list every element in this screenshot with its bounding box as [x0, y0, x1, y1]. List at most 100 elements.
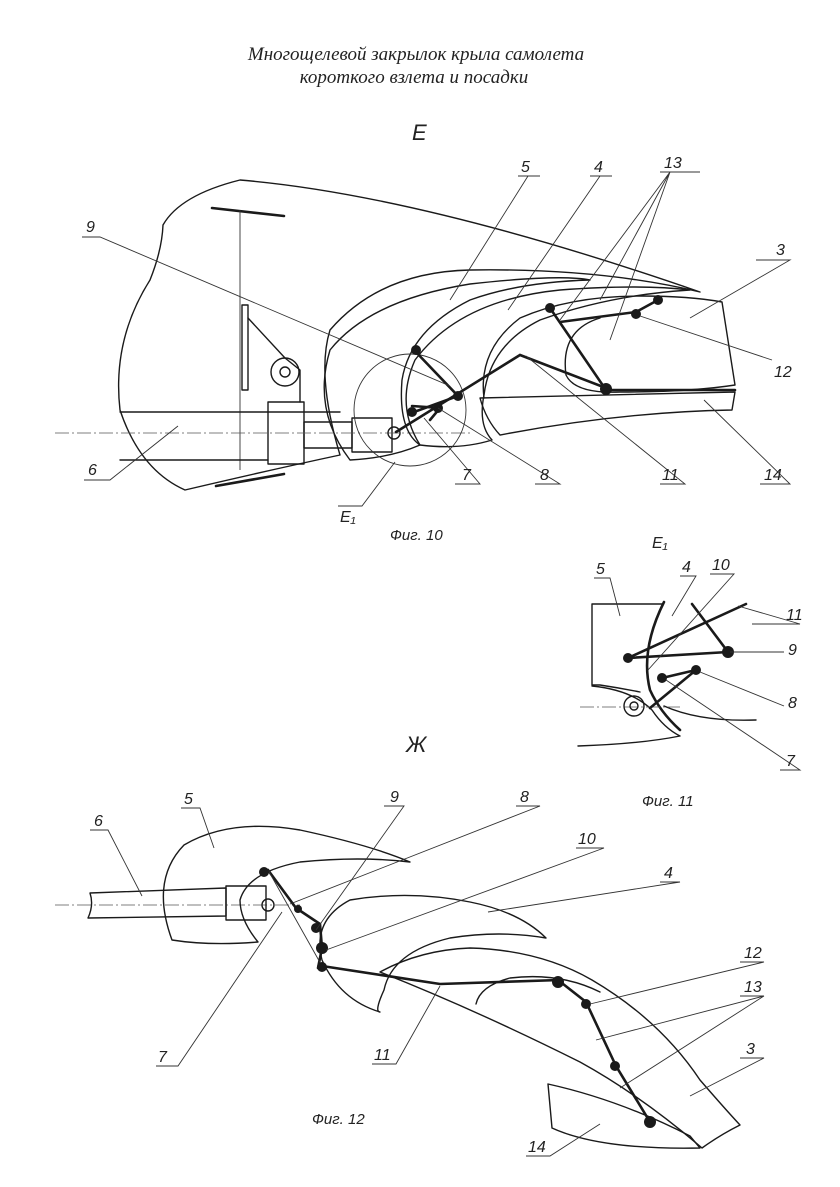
fig11-element-5	[591, 603, 663, 693]
fig12-pin	[644, 1116, 656, 1128]
fig10-wing-body	[117, 179, 701, 491]
figure-12: Ж	[55, 732, 765, 1157]
fig10-pin	[411, 345, 421, 355]
fig10-label-14: 14	[764, 467, 782, 484]
fig10-leader-3	[689, 259, 792, 319]
fig11-actuator-body	[577, 685, 681, 747]
fig12-flap-tab-14	[547, 1083, 701, 1149]
fig11-pin	[657, 673, 667, 683]
fig10-leader-12	[639, 315, 773, 361]
fig12-leader-4	[487, 881, 681, 913]
fig12-label-12: 12	[744, 945, 762, 962]
fig12-label-10: 10	[578, 831, 596, 848]
fig10-rod-end	[351, 417, 393, 453]
fig12-view-label: Ж	[405, 732, 428, 757]
fig10-pin	[453, 391, 463, 401]
fig12-leader-5	[181, 807, 215, 849]
fig12-rail-6	[87, 887, 227, 919]
fig12-leader-3	[689, 1057, 765, 1097]
fig11-view-label: E₁	[652, 535, 668, 552]
fig11-actuator-pivot-outer	[623, 695, 645, 717]
fig10-leader-13	[559, 171, 700, 341]
fig12-leader-8	[289, 805, 541, 905]
fig11-element-4-lower	[663, 705, 757, 721]
fig12-pin	[610, 1061, 620, 1071]
fig11-pin	[623, 653, 633, 663]
fig12-pin	[552, 976, 564, 988]
fig10-flap-element-3	[482, 295, 736, 399]
fig10-upper-spoiler	[210, 206, 286, 218]
fig10-caption: Фиг. 10	[390, 527, 443, 544]
fig10-pin	[407, 407, 417, 417]
fig12-leader-6	[90, 829, 143, 897]
fig12-link-9	[267, 869, 323, 967]
fig10-linkage-9	[412, 348, 461, 414]
fig12-label-8: 8	[520, 789, 529, 806]
fig10-lower-door	[214, 472, 286, 488]
fig12-pin	[294, 905, 302, 913]
fig10-label-3: 3	[776, 242, 785, 259]
fig10-hinge-outer	[270, 357, 300, 387]
fig11-linkage-11	[626, 602, 748, 660]
fig10-leader-8	[437, 407, 562, 485]
fig10-view-label: E	[412, 120, 427, 145]
fig12-label-4: 4	[664, 865, 673, 882]
fig12-linkage-11	[320, 964, 562, 986]
fig10-leader-5	[449, 175, 540, 301]
fig10-leader-14	[703, 399, 792, 485]
fig12-leader-9	[315, 805, 405, 931]
fig12-label-13: 13	[744, 979, 762, 996]
fig10-label-8: 8	[540, 467, 549, 484]
fig10-linkage-11	[394, 353, 608, 434]
fig12-pin	[316, 942, 328, 954]
fig12-label-14: 14	[528, 1139, 546, 1156]
fig10-linkage-12	[558, 298, 660, 324]
fig10-leader-6	[84, 425, 179, 481]
fig10-label-13: 13	[664, 155, 682, 172]
fig10-label-9: 9	[86, 219, 95, 236]
fig11-leader-10	[647, 573, 736, 671]
fig12-leader-14	[526, 1123, 601, 1157]
drawing-title-line-1: Многощелевой закрылок крыла самолета	[247, 44, 585, 65]
fig12-pin	[259, 867, 269, 877]
fig10-leader-7	[423, 417, 481, 485]
fig11-pin	[722, 646, 734, 658]
fig11-leader-4	[671, 575, 697, 617]
fig11-label-5: 5	[596, 561, 605, 578]
fig11-leader-11	[737, 605, 801, 625]
fig10-hinge-inner	[279, 366, 291, 378]
fig10-leader-11	[525, 355, 687, 485]
fig12-linkage-13	[556, 978, 652, 1124]
fig10-pin	[653, 295, 663, 305]
fig12-leader-11	[372, 985, 441, 1065]
fig11-pin	[691, 665, 701, 675]
fig10-bracket	[247, 317, 301, 403]
figure-10: E	[55, 120, 792, 544]
fig11-leader-7	[665, 679, 802, 771]
fig10-pin	[600, 383, 612, 395]
fig11-label-10: 10	[712, 557, 730, 574]
fig10-label-5: 5	[521, 159, 530, 176]
drawing-title-line-2: короткого взлета и посадки	[299, 67, 529, 88]
fig10-actuator-pivot	[387, 426, 401, 440]
fig12-pin	[581, 999, 591, 1009]
fig10-flap-element-4	[405, 286, 691, 448]
fig11-label-8: 8	[788, 695, 797, 712]
fig12-flap-element-4	[319, 894, 547, 1013]
fig12-pin	[311, 923, 321, 933]
fig12-label-7: 7	[158, 1049, 168, 1066]
fig12-caption: Фиг. 12	[312, 1111, 365, 1128]
fig12-actuator-pivot	[261, 898, 275, 912]
fig10-actuator-rod	[303, 421, 353, 449]
fig12-label-9: 9	[390, 789, 399, 806]
fig12-rod-end	[225, 885, 267, 921]
fig11-caption: Фиг. 11	[642, 793, 694, 810]
fig12-leader-10	[325, 847, 605, 951]
fig11-element-4-edge	[645, 600, 682, 732]
fig10-pin	[631, 309, 641, 319]
fig10-leader-4	[507, 175, 612, 311]
figure-11: E₁ 5 4 10 11 9 8 7 Фиг. 11	[577, 535, 803, 810]
fig12-label-11: 11	[374, 1047, 391, 1064]
fig10-label-12: 12	[774, 364, 792, 381]
fig11-label-4: 4	[682, 559, 691, 576]
